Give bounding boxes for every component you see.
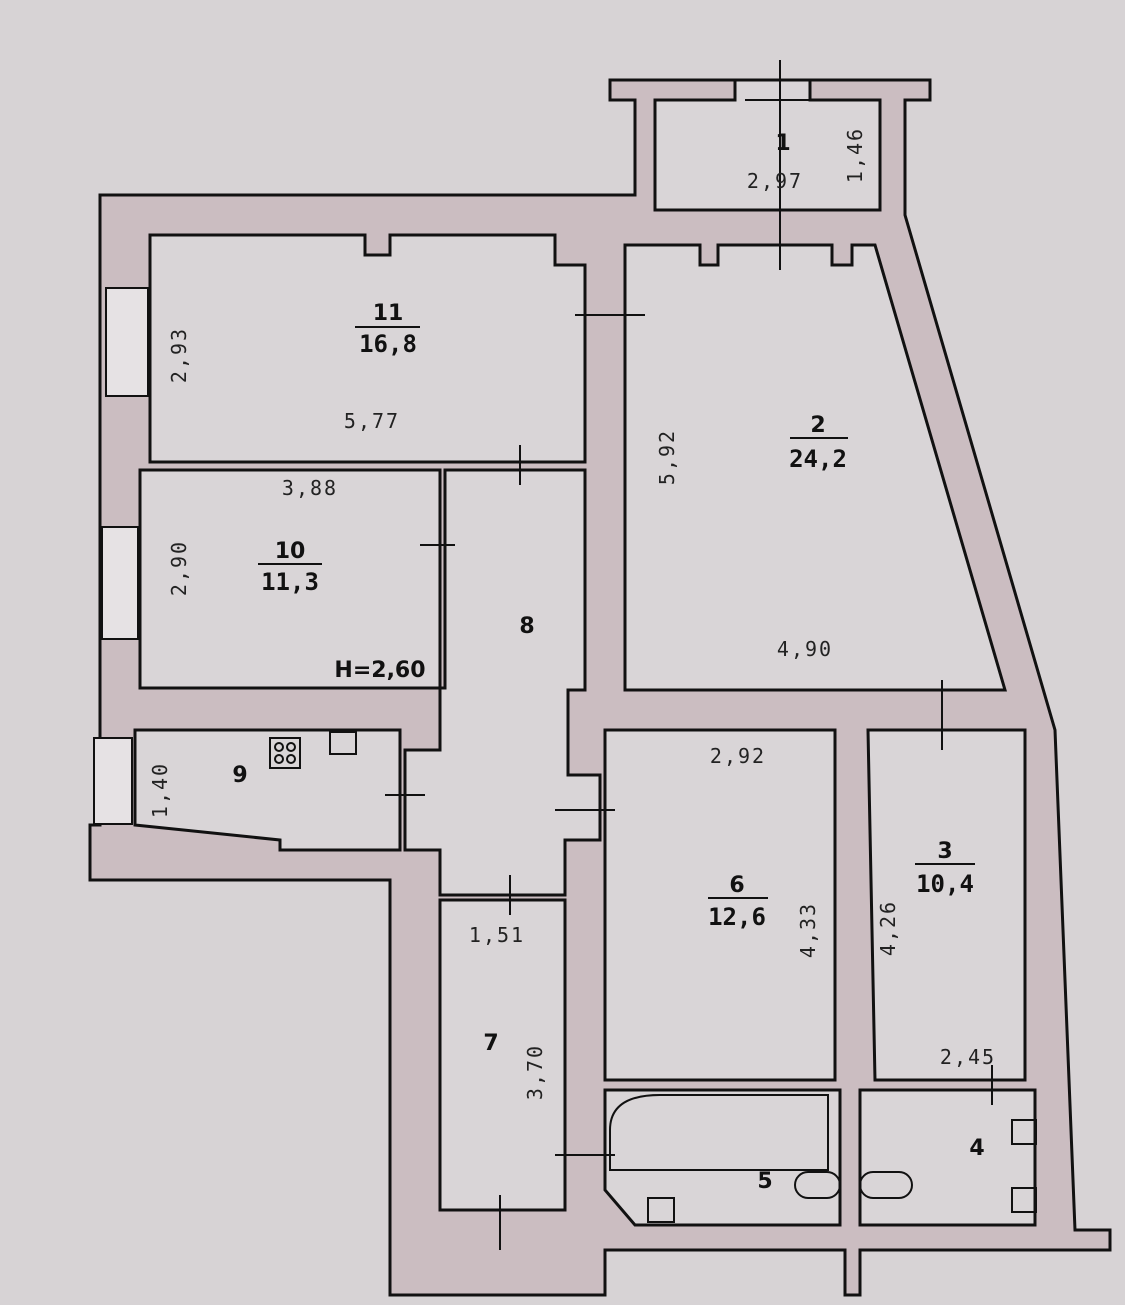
room-8 [403, 468, 602, 897]
room-10-width: 3,88 [282, 476, 338, 500]
room-6-number: 6 [729, 873, 744, 898]
room-2-area: 24,2 [789, 445, 847, 473]
room-9 [133, 728, 402, 852]
room-6-depth: 4,33 [796, 902, 820, 958]
room-7-number: 7 [483, 1031, 498, 1056]
room-11-number: 11 [373, 301, 404, 326]
room-11-depth: 2,93 [167, 327, 191, 383]
bath-sink-icon [647, 1197, 675, 1223]
room-5-number: 5 [757, 1169, 772, 1194]
room-6-area: 12,6 [708, 903, 766, 931]
door-marks [385, 60, 993, 1250]
room-2-depth: 5,92 [655, 429, 679, 485]
room-10-depth: 2,90 [167, 540, 191, 596]
bathtub-icon [609, 1094, 829, 1171]
room-11 [148, 233, 587, 464]
room-2 [623, 243, 1008, 692]
ceiling-height: H=2,60 [334, 658, 425, 683]
room-4 [858, 1088, 1037, 1227]
room-3-area: 10,4 [916, 870, 974, 898]
room-7-width: 1,51 [469, 923, 525, 947]
room-11-width: 5,77 [344, 409, 400, 433]
room-8-number: 8 [519, 614, 534, 639]
room-4-number: 4 [969, 1136, 984, 1161]
room-6 [603, 728, 837, 1082]
room-11-area: 16,8 [359, 330, 417, 358]
wc-fixture-1-icon [1011, 1119, 1037, 1145]
room-9-number: 9 [232, 763, 247, 788]
room-10-area: 11,3 [261, 568, 319, 596]
room-10-number: 10 [275, 539, 306, 564]
window-room-9 [93, 737, 133, 825]
room-7-depth: 3,70 [523, 1044, 547, 1100]
sink-icon [329, 731, 357, 755]
room-3 [866, 728, 1027, 1082]
washbasin-icon [794, 1171, 841, 1199]
room-3-depth: 4,26 [876, 900, 900, 956]
window-room-11 [105, 287, 149, 397]
room-9-depth: 1,40 [148, 762, 172, 818]
room-1-number: 1 [775, 131, 790, 156]
window-room-10 [101, 526, 139, 640]
room-7 [438, 898, 567, 1212]
room-2-number: 2 [810, 413, 825, 438]
wc-fixture-2-icon [1011, 1187, 1037, 1213]
room-6-width: 2,92 [710, 744, 766, 768]
room-2-width: 4,90 [777, 637, 833, 661]
fraction-lines [258, 326, 975, 899]
room-1-width: 2,97 [747, 169, 803, 193]
room-3-number: 3 [937, 839, 952, 864]
room-5 [603, 1088, 842, 1227]
toilet-icon [859, 1171, 913, 1199]
room-1-depth: 1,46 [843, 127, 867, 183]
room-3-width: 2,45 [940, 1045, 996, 1069]
stove-icon [269, 737, 301, 769]
